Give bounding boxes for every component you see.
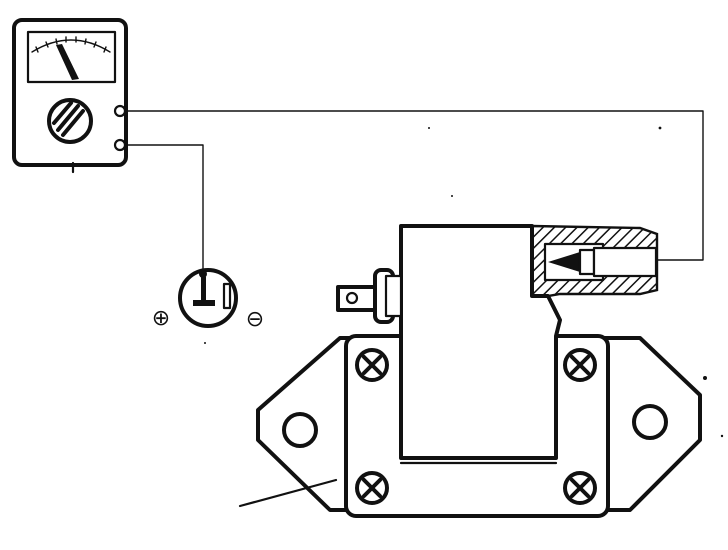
primary-terminal-hole bbox=[345, 291, 359, 305]
positive-terminal-symbol: ⊕ bbox=[152, 306, 170, 331]
meter-scale-ticks bbox=[35, 36, 107, 53]
primary-terminal-collar-inner bbox=[384, 274, 403, 318]
battery-icon bbox=[178, 268, 238, 328]
hv-terminal bbox=[548, 252, 580, 272]
wire-meter-to-battery bbox=[124, 144, 204, 274]
phillips-screw-icon bbox=[563, 471, 597, 505]
phillips-screw-icon bbox=[355, 471, 389, 505]
wire-meter-to-coil bbox=[124, 110, 704, 261]
scan-specks bbox=[204, 126, 724, 438]
jack-icon[interactable] bbox=[113, 104, 127, 118]
jack-icon[interactable] bbox=[113, 138, 127, 152]
negative-terminal-symbol: ⊖ bbox=[246, 307, 264, 332]
mount-hole-right bbox=[632, 404, 668, 440]
phillips-screw-icon bbox=[563, 348, 597, 382]
phillips-screw-icon bbox=[355, 348, 389, 382]
meter-needle bbox=[56, 44, 79, 80]
selector-dial-icon[interactable] bbox=[47, 98, 93, 144]
probe-tip bbox=[592, 246, 658, 278]
meter-scale-arc bbox=[31, 39, 111, 53]
wiring bbox=[124, 110, 704, 274]
multimeter bbox=[12, 18, 128, 174]
ignition-coil-icon bbox=[256, 224, 702, 518]
leader-line bbox=[238, 478, 338, 508]
meter-window bbox=[26, 30, 117, 84]
mount-hole-left bbox=[282, 412, 318, 448]
meter-body bbox=[12, 18, 128, 167]
